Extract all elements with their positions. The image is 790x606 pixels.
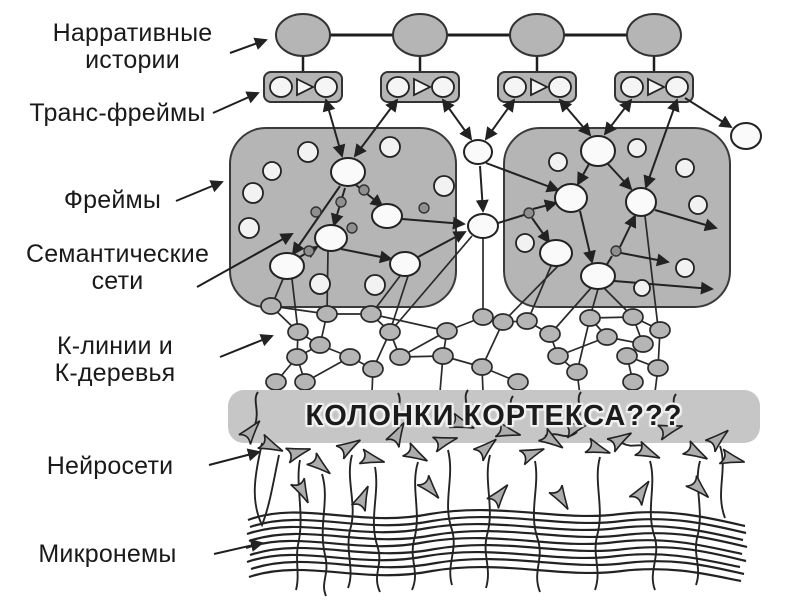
semantic-nodes: [269, 122, 762, 290]
label-line: истории: [85, 46, 180, 74]
label-frames: Фреймы: [15, 187, 210, 214]
narrative-ellipse: [509, 13, 565, 57]
play-triangle-icon: [647, 77, 667, 97]
label-line: Микронемы: [38, 540, 177, 568]
frame-box-left: [229, 127, 457, 308]
label-line: К-деревья: [54, 359, 176, 387]
narrative-ellipses: [275, 13, 682, 57]
frame-box-right: [503, 127, 731, 308]
label-line: Фреймы: [63, 186, 162, 214]
narrative-ellipse: [626, 13, 682, 57]
cortex-banner-label: КОЛОНКИ КОРТЕКСА???: [305, 400, 683, 432]
neuron-dendrites: [253, 389, 726, 597]
kline-network: [260, 215, 671, 398]
label-line: Транс-фреймы: [29, 99, 206, 127]
label-narrative-stories: Нарративные истории: [35, 20, 230, 74]
play-triangle-icon: [413, 77, 433, 97]
label-line: К-линии и: [57, 332, 173, 360]
label-line: Нарративные: [52, 19, 213, 47]
microneme-lines: [245, 509, 748, 583]
kline-nodes: [260, 297, 671, 391]
label-micronemes: Микронемы: [10, 541, 205, 568]
play-triangle-icon: [530, 77, 550, 97]
play-triangle-icon: [296, 77, 316, 97]
transframe-frame-links: [322, 97, 733, 189]
label-neural-nets: Нейросети: [15, 453, 205, 480]
semantic-network: [238, 122, 762, 297]
label-semantic-networks: Семантические сети: [20, 241, 215, 295]
cortex-banner: [228, 390, 760, 443]
link-dots: [303, 184, 622, 257]
narrative-row: [275, 13, 682, 74]
label-arrows: [175, 37, 294, 555]
label-trans-frames: Транс-фреймы: [20, 100, 215, 127]
narrative-ellipse: [275, 13, 331, 57]
label-line: Семантические: [25, 240, 210, 268]
label-line: Нейросети: [46, 452, 174, 480]
label-line: сети: [91, 267, 144, 295]
narrative-ellipse: [392, 13, 448, 57]
label-k-lines-k-trees: К-линии и К-деревья: [20, 333, 210, 387]
transframe-slots: [269, 76, 689, 98]
transframe-row: [263, 71, 733, 189]
